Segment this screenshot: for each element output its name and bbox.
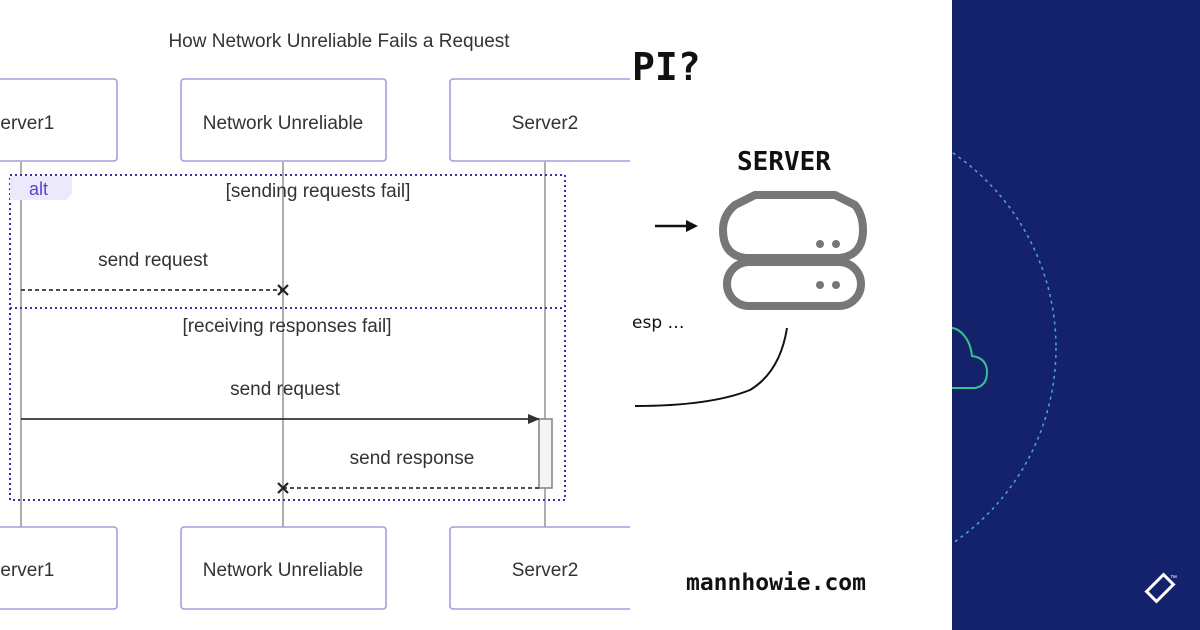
participant-top-server1: Server1 <box>0 78 118 162</box>
svg-text:Server2: Server2 <box>512 113 579 134</box>
lost-message-cross-2 <box>277 482 289 494</box>
participant-top-server2: Server2 <box>449 78 630 162</box>
participant-bottom-network: Network Unreliable <box>180 526 387 610</box>
participant-bottom-server1: Server1 <box>0 526 118 610</box>
alt-operator-tag: alt <box>10 176 72 200</box>
dashed-orbit-circle <box>583 111 1057 585</box>
participant-top-network: Network Unreliable <box>180 78 387 162</box>
toptal-logo-icon <box>1144 572 1176 604</box>
svg-text:Server2: Server2 <box>512 560 579 581</box>
participant-bottom-server2: Server2 <box>449 526 630 610</box>
heading-fragment: PI? <box>632 45 701 89</box>
diagram-title: How Network Unreliable Fails a Request <box>168 31 510 52</box>
svg-text:Server1: Server1 <box>0 113 54 134</box>
svg-text:Server1: Server1 <box>0 560 54 581</box>
condition-receiving-fail: [receiving responses fail] <box>182 316 391 337</box>
lost-message-cross-1 <box>277 284 289 296</box>
tm-mark: ™ <box>1170 575 1177 582</box>
condition-sending-fail: [sending requests fail] <box>226 181 411 202</box>
svg-text:Network Unreliable: Network Unreliable <box>203 113 364 134</box>
message-label-send-request-2: send request <box>230 379 341 400</box>
svg-text:alt: alt <box>29 179 48 199</box>
server-label: SERVER <box>737 147 831 177</box>
message-label-send-request-1: send request <box>98 250 209 271</box>
sequence-diagram: How Network Unreliable Fails a Request S… <box>0 31 630 610</box>
site-url: mannhowie.com <box>686 570 866 596</box>
response-curve <box>634 327 788 407</box>
svg-text:Network Unreliable: Network Unreliable <box>203 560 364 581</box>
arrow-to-server <box>655 220 698 232</box>
cloud-icon <box>951 327 989 389</box>
server-icon <box>719 191 867 310</box>
blue-side-panel <box>952 0 1200 630</box>
alt-fragment-frame <box>9 174 566 501</box>
message-label-send-response: send response <box>350 448 475 469</box>
resp-fragment: esp … <box>632 313 685 333</box>
activation-bar-server2 <box>538 418 553 489</box>
